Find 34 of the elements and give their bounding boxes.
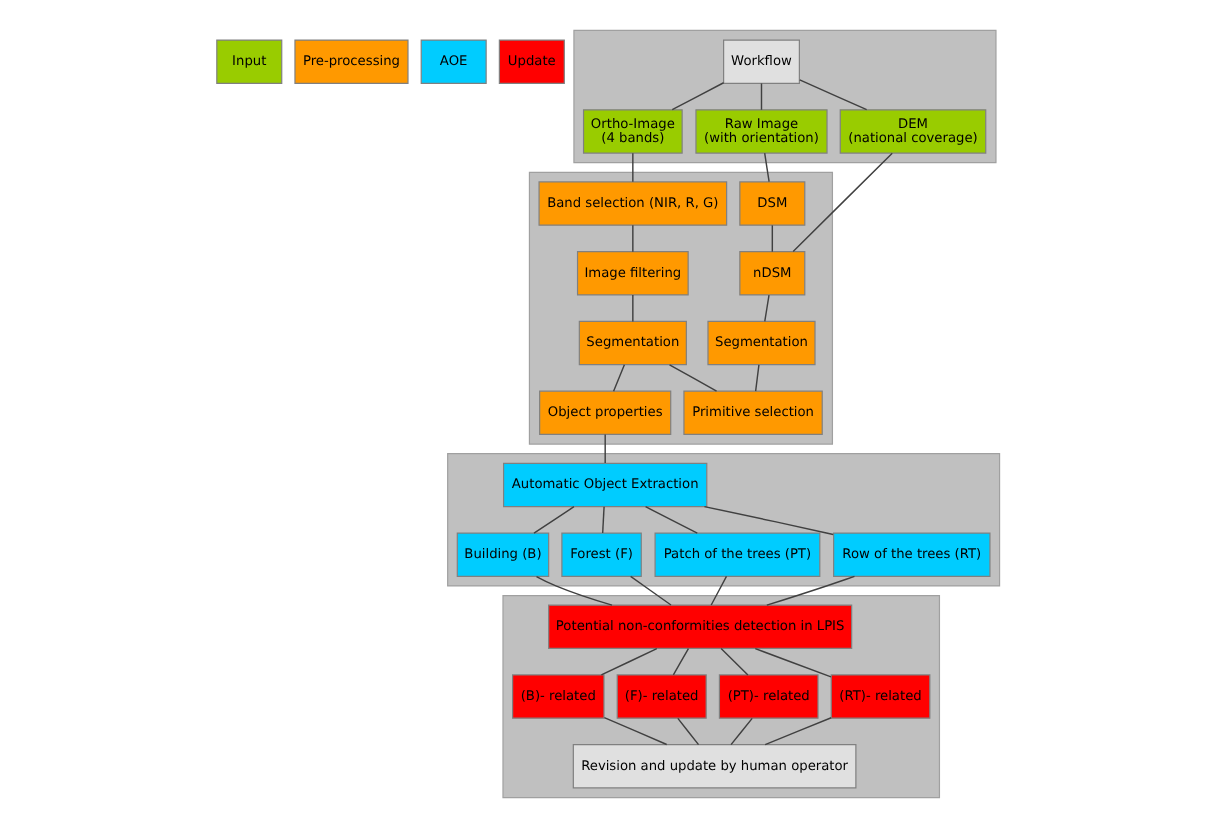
connector bbox=[792, 152, 893, 253]
cluster bbox=[573, 29, 997, 164]
connector bbox=[671, 82, 725, 111]
connector bbox=[763, 152, 770, 183]
cluster bbox=[502, 594, 941, 799]
connector bbox=[799, 79, 868, 111]
connector bbox=[668, 364, 718, 392]
connector bbox=[632, 294, 634, 323]
connector bbox=[703, 505, 834, 536]
connector bbox=[710, 575, 728, 606]
connector bbox=[672, 647, 690, 676]
connector bbox=[771, 224, 774, 253]
connector bbox=[604, 433, 606, 464]
connector bbox=[603, 716, 668, 746]
connector bbox=[720, 647, 749, 676]
cluster bbox=[447, 453, 1001, 587]
connector bbox=[632, 152, 634, 183]
connector bbox=[600, 647, 658, 676]
connector bbox=[533, 506, 575, 534]
connector bbox=[754, 364, 760, 392]
connector bbox=[644, 506, 698, 534]
connector bbox=[754, 647, 832, 678]
connector bbox=[629, 575, 672, 606]
connector bbox=[764, 717, 832, 746]
connector bbox=[760, 82, 763, 111]
cluster bbox=[528, 171, 834, 445]
connector bbox=[677, 717, 700, 746]
connector bbox=[601, 506, 605, 534]
connector bbox=[535, 575, 613, 606]
connector bbox=[764, 294, 770, 323]
connector bbox=[730, 717, 753, 746]
connector bbox=[612, 364, 626, 392]
connector bbox=[766, 575, 856, 606]
connector bbox=[632, 224, 634, 253]
